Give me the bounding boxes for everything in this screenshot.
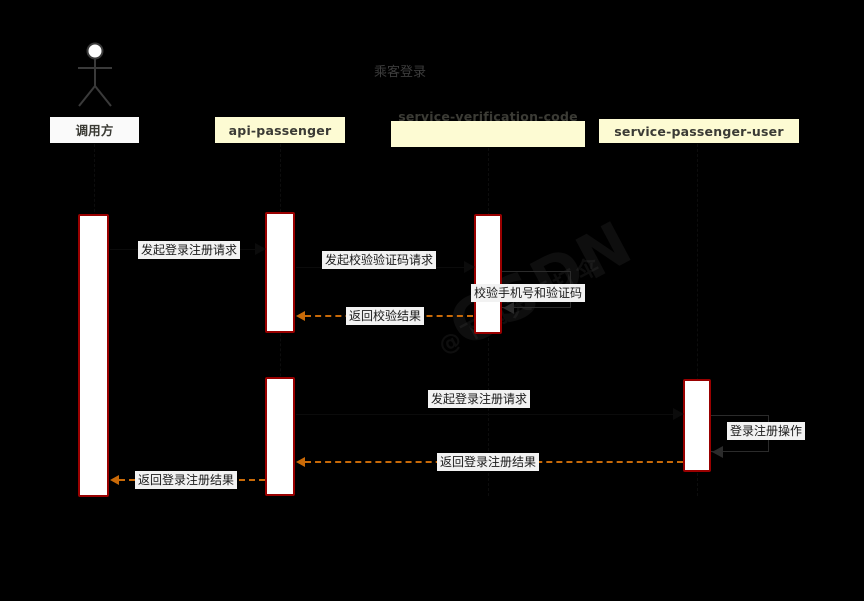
- activation-bar-caller: [78, 214, 109, 497]
- self-message-arrowhead-verify: [503, 302, 514, 314]
- participant-label-api-passenger: api-passenger: [228, 122, 332, 138]
- self-message-arrowhead-user: [712, 446, 723, 458]
- message-label-6: 登录注册操作: [727, 422, 806, 440]
- participant-label-service-verification-code: service-verification-code: [398, 109, 578, 124]
- message-arrowhead-5: [673, 408, 684, 420]
- message-arrowhead-1: [255, 243, 266, 255]
- message-arrowhead-4: [296, 311, 305, 321]
- activation-bar-service-passenger-user: [683, 379, 711, 472]
- message-label-5: 发起登录注册请求: [428, 390, 531, 408]
- activation-bar-service-verification-code: [474, 214, 502, 334]
- participant-header-service-verification-code[interactable]: service-verification-code: [390, 109, 586, 148]
- message-label-4: 返回校验结果: [346, 307, 425, 325]
- message-label-8: 返回登录注册结果: [135, 471, 238, 489]
- participant-header-caller[interactable]: 调用方: [49, 116, 140, 144]
- participant-header-api-passenger[interactable]: api-passenger: [214, 116, 346, 144]
- message-label-7: 返回登录注册结果: [437, 453, 540, 471]
- message-line-5: [296, 414, 682, 415]
- activation-bar-api-passenger-2: [265, 377, 295, 496]
- message-arrowhead-8: [110, 475, 119, 485]
- message-label-3: 校验手机号和验证码: [471, 284, 586, 302]
- participant-label-service-passenger-user: service-passenger-user: [614, 123, 784, 139]
- actor-stick-figure-icon: [78, 42, 112, 107]
- participant-label-caller: 调用方: [75, 122, 114, 138]
- participant-header-service-passenger-user[interactable]: service-passenger-user: [598, 118, 800, 144]
- page-title: 乘客登录: [374, 65, 427, 80]
- message-label-1: 发起登录注册请求: [138, 241, 241, 259]
- message-arrowhead-2: [464, 261, 475, 273]
- message-label-2: 发起校验验证码请求: [322, 251, 437, 269]
- message-arrowhead-7: [296, 457, 305, 467]
- activation-bar-api-passenger-1: [265, 212, 295, 333]
- lifeline-service-passenger-user: [697, 144, 698, 496]
